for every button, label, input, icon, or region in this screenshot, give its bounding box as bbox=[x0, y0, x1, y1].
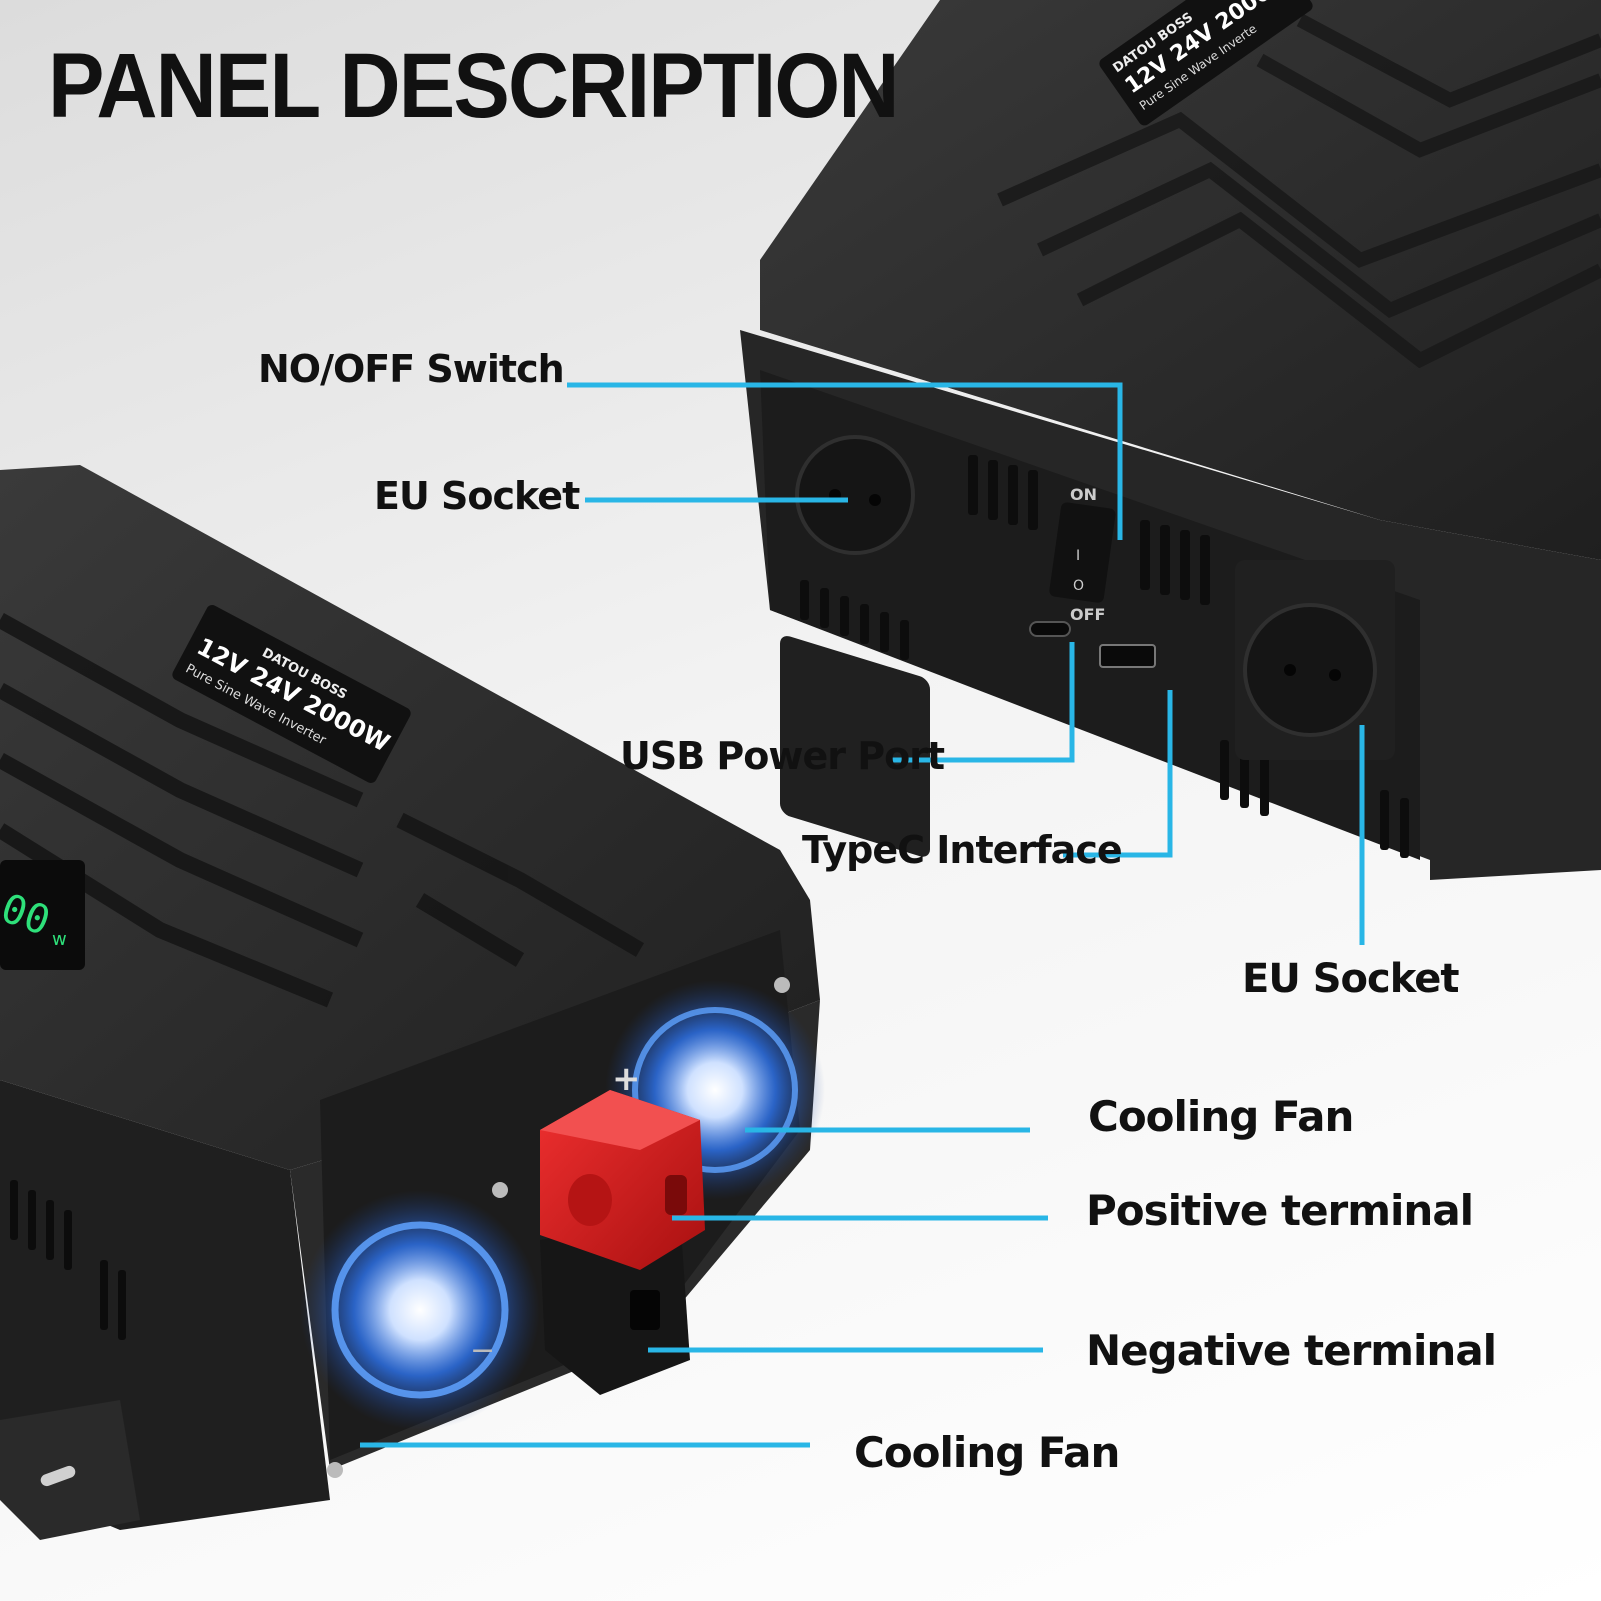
callout-line-usb-power-port bbox=[890, 642, 1075, 763]
terminal-plus-text: + bbox=[612, 1059, 641, 1099]
switch-one-text: I bbox=[1076, 548, 1080, 564]
switch-on-text: ON bbox=[1070, 485, 1097, 504]
side-vents-bottom bbox=[10, 1180, 126, 1340]
label-onoff-switch: NO/OFF Switch bbox=[258, 347, 565, 391]
inverter-top-right: DATOU BOSS 12V 24V 2000 Pure Sine Wave I… bbox=[740, 0, 1601, 880]
label-positive-terminal: Positive terminal bbox=[1086, 1186, 1474, 1235]
callout-lines bbox=[360, 382, 1365, 1448]
label-negative-terminal: Negative terminal bbox=[1086, 1326, 1497, 1375]
positive-terminal-graphic: + bbox=[540, 1059, 705, 1270]
usb-port-graphic bbox=[1099, 644, 1156, 668]
label-eu-socket-left: EU Socket bbox=[374, 474, 580, 518]
power-display: 00 w bbox=[0, 860, 85, 970]
terminal-minus-text: − bbox=[470, 1333, 495, 1368]
display-unit: w bbox=[52, 929, 67, 950]
eu-socket-right-graphic bbox=[1235, 560, 1395, 760]
inverter-bottom-left: DATOU BOSS 12V 24V 2000W Pure Sine Wave … bbox=[0, 465, 825, 1540]
label-usb-power-port: USB Power Port bbox=[620, 734, 945, 778]
switch-off-text: OFF bbox=[1070, 605, 1105, 624]
rocker-switch-graphic: ON I O OFF bbox=[1049, 485, 1116, 624]
switch-zero-text: O bbox=[1073, 578, 1084, 594]
page-title: PANEL DESCRIPTION bbox=[48, 35, 900, 137]
label-typec-interface: TypeC Interface bbox=[802, 828, 1123, 872]
eu-socket-left-graphic bbox=[780, 435, 930, 857]
label-cooling-fan-top: Cooling Fan bbox=[1088, 1092, 1354, 1141]
label-cooling-fan-bottom: Cooling Fan bbox=[854, 1428, 1120, 1477]
callout-line-typec-interface bbox=[1063, 690, 1173, 858]
typec-port-graphic bbox=[1029, 621, 1071, 637]
label-eu-socket-right: EU Socket bbox=[1242, 956, 1460, 1002]
vent-slots-top bbox=[800, 455, 1409, 858]
chevron-ridges-top bbox=[997, 13, 1601, 369]
callout-line-onoff-switch bbox=[567, 382, 1123, 540]
